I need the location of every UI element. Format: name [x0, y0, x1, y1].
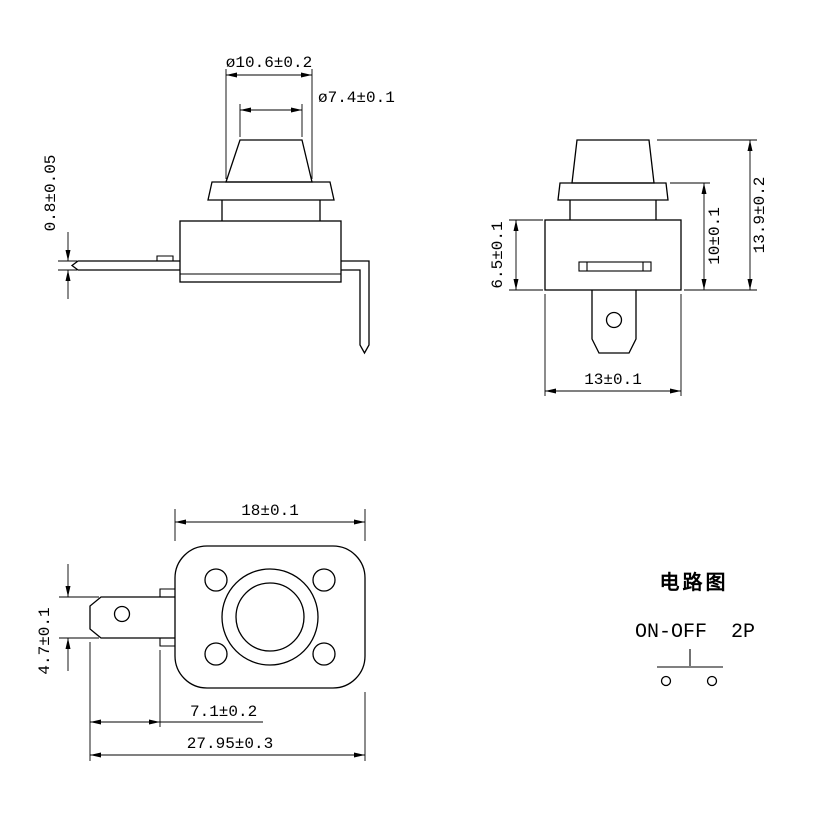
dim-button-label: ø7.4±0.1: [318, 89, 395, 107]
circuit-diagram: 电路图 ON-OFF 2P: [635, 570, 755, 687]
dim-base-height-label: 6.5±0.1: [489, 221, 507, 288]
button-cap: [571, 139, 655, 184]
side-tab: [159, 588, 175, 597]
dim-total-height-label: 13.9±0.2: [751, 177, 769, 254]
circuit-title: 电路图: [660, 570, 729, 594]
button-inner-circle: [235, 582, 305, 652]
switch-base-outline: [174, 545, 366, 689]
bottom-terminal: [591, 290, 637, 354]
dim-pin-label: 0.8±0.05: [42, 155, 60, 232]
dim-width-label: 13±0.1: [584, 371, 642, 389]
corner-hole: [204, 642, 228, 666]
switch-contact: [706, 675, 718, 687]
side-tab: [159, 638, 175, 647]
contact-slot: [578, 261, 652, 272]
dim-terminal-length-label: 7.1±0.2: [190, 703, 257, 721]
dim-cover-height-label: 10±0.1: [706, 207, 724, 265]
dim-body-width-label: 18±0.1: [241, 502, 299, 520]
corner-hole: [204, 568, 228, 592]
side-view: 6.5±0.1 10±0.1 13.9±0.2 13±0.1: [489, 139, 769, 396]
flat-terminal: [89, 596, 175, 639]
button-outer-circle: [221, 568, 319, 666]
top-view: 18±0.1 4.7±0.1 7.1±0.2 27.95±0.3: [36, 502, 366, 761]
button-flange: [557, 182, 669, 201]
circuit-spec: ON-OFF 2P: [635, 621, 755, 644]
switch-body: [544, 219, 682, 291]
left-terminal: [70, 260, 180, 271]
corner-hole: [312, 568, 336, 592]
right-terminal: [341, 260, 370, 355]
button-flange: [207, 181, 335, 201]
dim-total-length-label: 27.95±0.3: [187, 735, 273, 753]
switch-body: [179, 220, 342, 283]
terminal-crimp: [156, 255, 174, 261]
button-cap: [225, 139, 313, 183]
terminal-hole: [113, 605, 131, 623]
terminal-hole: [605, 311, 623, 329]
switch-contact: [660, 675, 672, 687]
dim-cap-outer-label: ø10.6±0.2: [226, 54, 312, 72]
front-view: ø10.6±0.2 ø7.4±0.1 0.8±0.05: [42, 54, 395, 355]
dim-terminal-width-label: 4.7±0.1: [36, 607, 54, 674]
corner-hole: [312, 642, 336, 666]
